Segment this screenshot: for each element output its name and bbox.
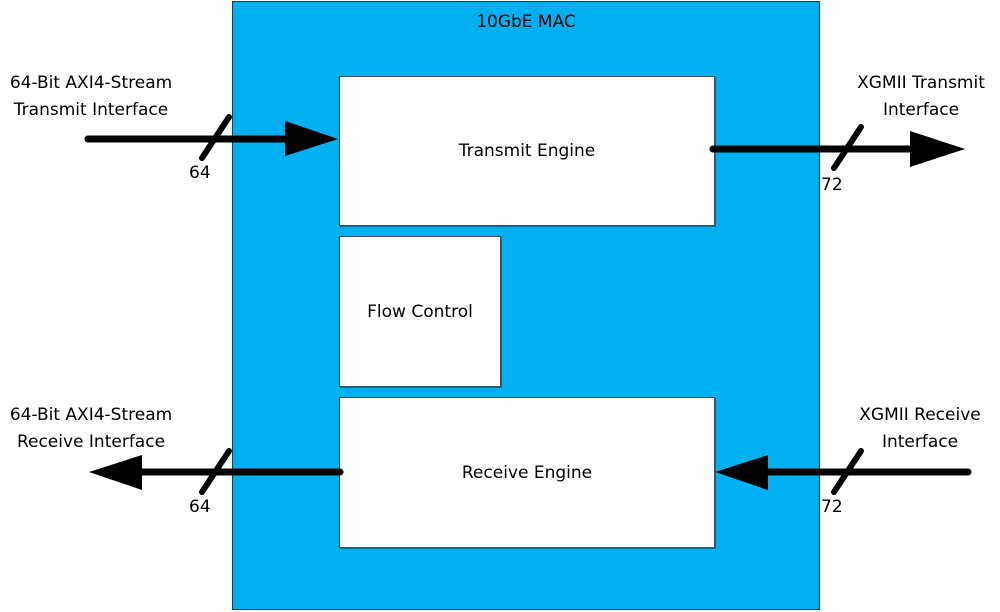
- transmit-engine-block: Transmit Engine: [339, 76, 715, 226]
- flow-control-label: Flow Control: [367, 301, 473, 322]
- xgmii-rx-label-line1: XGMII Receive: [859, 405, 981, 425]
- axi-tx-width: 64: [189, 163, 211, 183]
- transmit-engine-label: Transmit Engine: [458, 141, 596, 161]
- xgmii-tx-label: XGMII Transmit Interface: [828, 70, 1000, 124]
- xgmii-tx-bus-slash: [831, 124, 864, 171]
- xgmii-rx-width: 72: [821, 497, 843, 517]
- axi-rx-bus-slash: [199, 448, 232, 495]
- axi-tx-label-line2: Transmit Interface: [13, 100, 169, 120]
- axi-tx-label-line1: 64-Bit AXI4-Stream: [9, 73, 173, 93]
- axi-rx-width: 64: [189, 497, 211, 517]
- xgmii-tx-label-line2: Interface: [882, 100, 960, 120]
- receive-engine-label: Receive Engine: [461, 462, 593, 483]
- receive-engine-block: Receive Engine: [339, 397, 715, 548]
- axi-tx-label: 64-Bit AXI4-Stream Transmit Interface: [2, 70, 180, 124]
- xgmii-rx-bus-slash: [831, 448, 864, 495]
- axi-tx-bus-slash: [199, 114, 232, 161]
- xgmii-tx-width: 72: [821, 175, 843, 195]
- xgmii-rx-label: XGMII Receive Interface: [830, 402, 1000, 456]
- axi-rx-label-line2: Receive Interface: [16, 432, 166, 452]
- axi-rx-label: 64-Bit AXI4-Stream Receive Interface: [2, 402, 180, 456]
- axi-rx-label-line1: 64-Bit AXI4-Stream: [9, 405, 173, 425]
- mac-title: 10GbE MAC: [476, 12, 576, 32]
- flow-control-block: Flow Control: [339, 236, 501, 387]
- xgmii-rx-label-line2: Interface: [881, 432, 959, 452]
- xgmii-tx-label-line1: XGMII Transmit: [857, 73, 985, 93]
